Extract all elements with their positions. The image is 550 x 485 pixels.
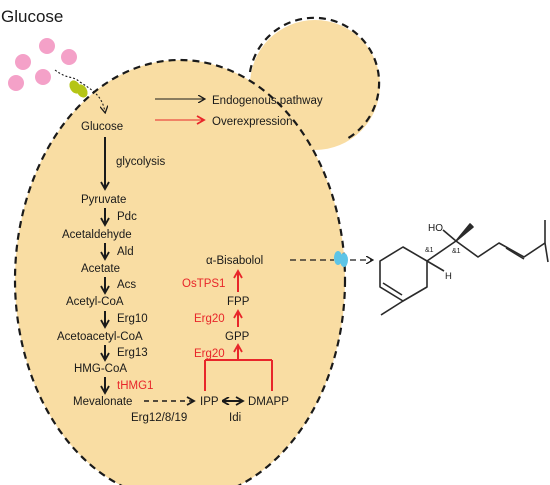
structure-h-label: H [445,271,452,282]
metabolite-mevalonate: Mevalonate [73,396,132,408]
yeast-cell [13,16,381,485]
enzyme-thmg1: tHMG1 [117,380,153,392]
glucose-molecules [8,38,77,91]
enzymes: glycolysis Pdc Ald Acs Erg10 Erg13 tHMG1… [116,156,241,424]
enzyme-erg20-lower: Erg20 [194,348,225,360]
metabolite-fpp: FPP [227,296,250,308]
enzyme-erg12-8-19: Erg12/8/19 [131,412,187,424]
enzyme-erg13: Erg13 [117,347,148,359]
structure-oh-label: HO [428,223,443,234]
legend: Endogenous pathway Overexpression [155,95,323,128]
metabolite-bisabolol: α-Bisabolol [206,255,263,267]
metabolite-acetaldehyde: Acetaldehyde [62,229,132,241]
bud-outline [248,16,381,141]
glucose-transporter [69,80,88,98]
bisabolol-structure [379,220,549,316]
enzyme-ald: Ald [117,246,134,258]
structure-stereo-a: &1 [425,247,434,254]
metabolite-gpp: GPP [225,331,250,343]
enzyme-ostps1: OsTPS1 [182,278,225,290]
legend-endogenous-label: Endogenous pathway [212,95,323,107]
enzyme-pdc: Pdc [117,211,137,223]
enzyme-erg10: Erg10 [117,313,148,325]
metabolite-acetate: Acetate [81,263,120,275]
metabolite-dmapp: DMAPP [248,396,289,408]
title: Glucose [1,7,63,26]
mother-cell [15,60,345,485]
enzyme-acs: Acs [117,279,136,291]
metabolite-acetyl-coa: Acetyl-CoA [66,296,124,308]
metabolite-hmg-coa: HMG-CoA [74,363,127,375]
enzyme-glycolysis: glycolysis [116,156,165,168]
export-pump [334,251,348,267]
metabolite-pyruvate: Pyruvate [81,194,126,206]
metabolite-glucose: Glucose [81,121,123,133]
metabolite-ipp: IPP [200,396,219,408]
enzyme-idi: Idi [229,412,241,424]
legend-overexpression-label: Overexpression [212,116,293,128]
metabolites: Glucose Pyruvate Acetaldehyde Acetate Ac… [57,121,289,408]
enzyme-erg20-upper: Erg20 [194,313,225,325]
uptake-arrow [54,69,105,112]
structure-stereo-b: &1 [452,248,461,255]
cell-outline [13,58,347,485]
metabolite-acetoacetyl-coa: Acetoacetyl-CoA [57,331,143,343]
erg20-bracket [204,343,273,391]
